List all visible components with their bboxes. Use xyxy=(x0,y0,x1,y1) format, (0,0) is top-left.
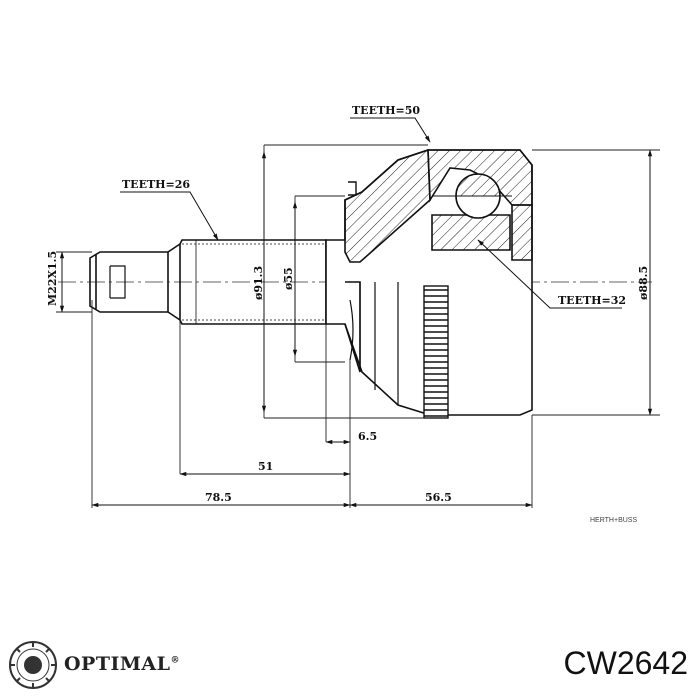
optimal-logo-icon xyxy=(9,641,57,689)
joint-housing xyxy=(325,148,533,416)
abs-ring xyxy=(423,285,449,419)
teeth-50-label: TEETH=50 xyxy=(352,104,420,117)
teeth-26-label: TEETH=26 xyxy=(122,178,190,191)
dim-56-5: 56.5 xyxy=(425,491,452,504)
clip-mark xyxy=(348,181,357,196)
part-code: CW2642 xyxy=(563,645,689,681)
dim-6-5: 6.5 xyxy=(358,430,377,443)
teeth-32-label: TEETH=32 xyxy=(558,294,626,307)
dia-91-3-label: ø91.3 xyxy=(252,266,265,300)
dia-55-label: ø55 xyxy=(282,267,295,290)
watermark: HERTH+BUSS xyxy=(590,517,637,524)
dim-78-5: 78.5 xyxy=(205,491,232,504)
thread-label: M22X1.5 xyxy=(46,251,59,306)
brand-name: OPTIMAL® xyxy=(64,653,180,675)
dim-51: 51 xyxy=(258,460,273,473)
dia-88-5-label: ø88.5 xyxy=(637,266,650,300)
thread-stub xyxy=(89,243,181,321)
leader-lines xyxy=(120,117,622,309)
dimension-arrows xyxy=(59,149,653,508)
